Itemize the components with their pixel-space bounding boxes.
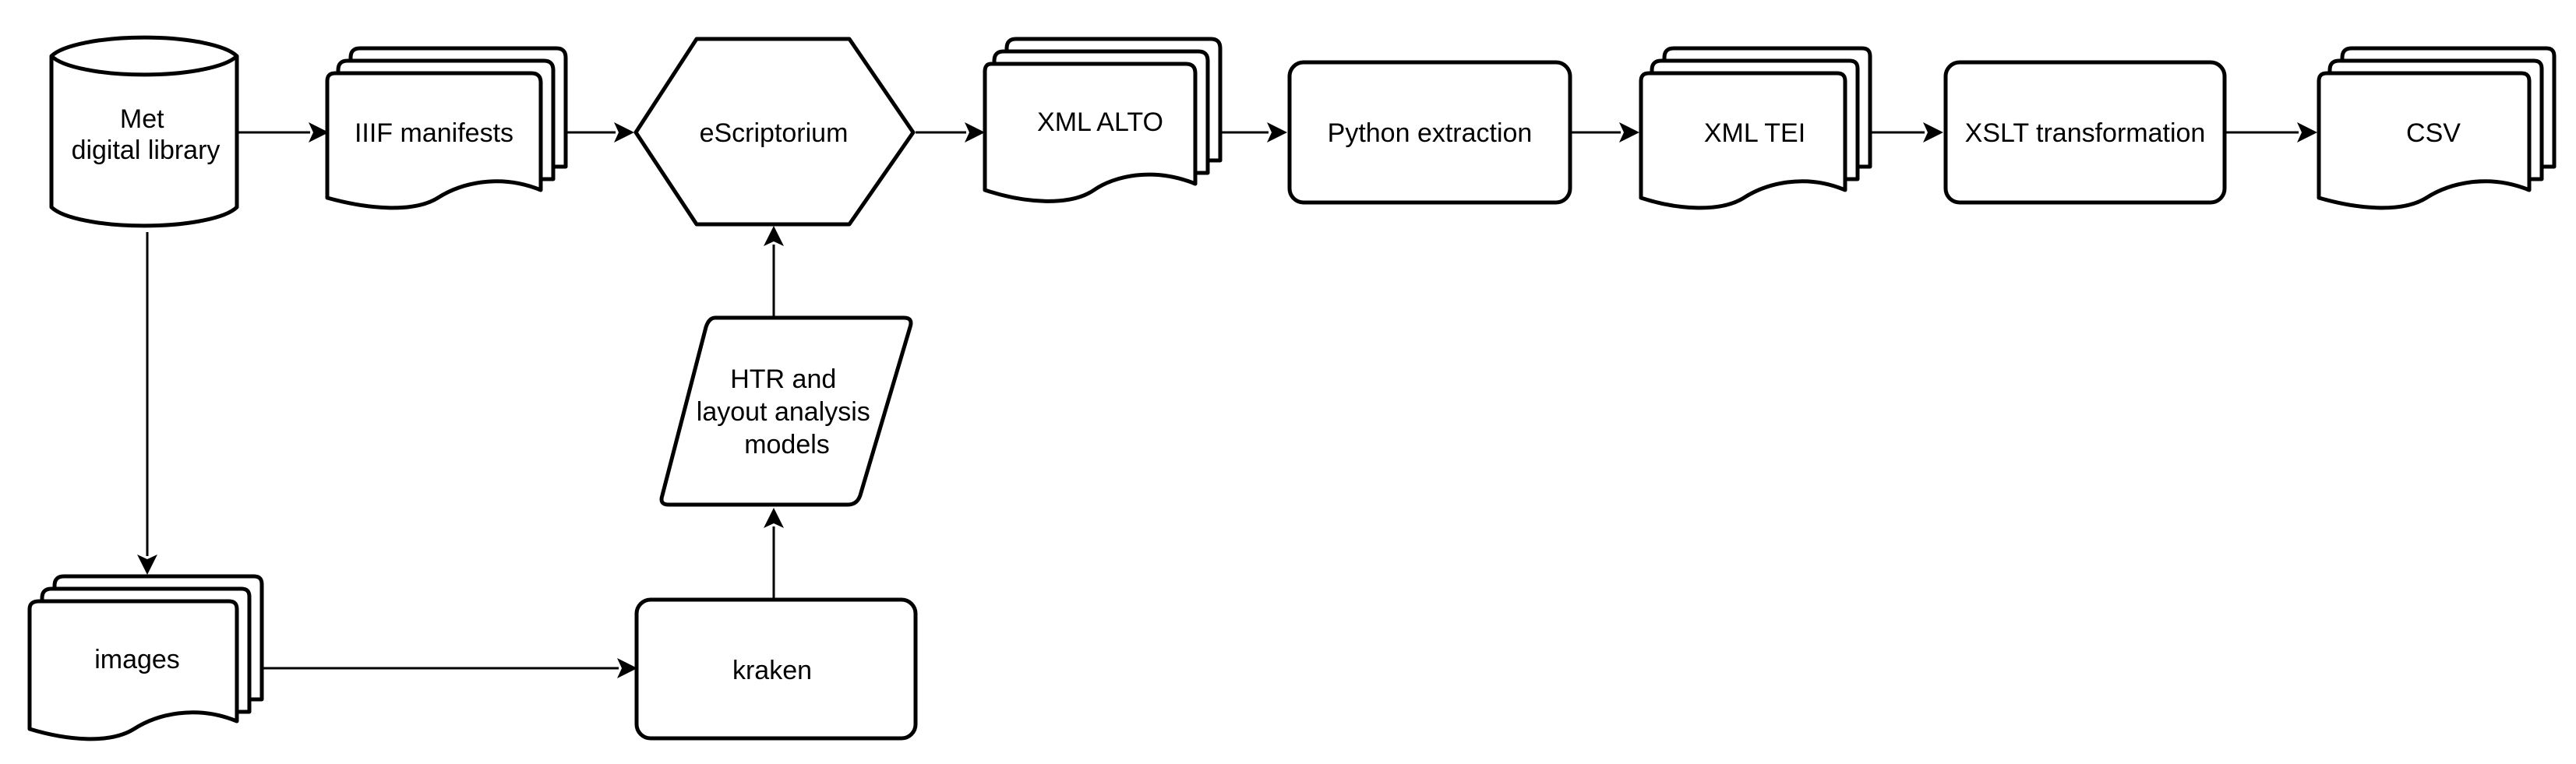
xml-tei-line-1: XML TEI — [1704, 118, 1805, 148]
process-box-shape — [1287, 60, 1572, 205]
node-xslt-transformation: XSLT transformation — [1943, 60, 2227, 205]
htr-models-line-3: models — [744, 430, 830, 459]
xslt-transformation-label: XSLT transformation — [1965, 118, 2206, 148]
process-box-shape — [634, 597, 918, 741]
document-stack-front — [983, 62, 1198, 203]
process-box-shape — [1943, 60, 2227, 205]
node-python-extraction: Python extraction — [1287, 60, 1572, 205]
arrowhead-kraken-to-htr — [764, 508, 784, 528]
database-cylinder-shape — [49, 35, 239, 228]
csv-line-1: CSV — [2406, 118, 2461, 148]
database-cylinder-rim — [50, 55, 238, 77]
kraken-label: kraken — [732, 656, 812, 685]
document-stack-front — [1639, 71, 1847, 210]
met-digital-library-label: Met digital library — [72, 104, 221, 165]
hexagon-shape — [633, 37, 916, 227]
arrowhead-library-to-manifests — [309, 122, 329, 143]
kraken-line-1: kraken — [732, 656, 812, 685]
images-label: images — [94, 645, 180, 674]
arrowhead-alto-to-python — [1267, 122, 1287, 143]
csv-label: CSV — [2406, 118, 2461, 148]
escriptorium-line-1: eScriptorium — [700, 118, 849, 148]
python-extraction-label: Python extraction — [1328, 118, 1533, 148]
node-xml-alto: XML ALTO — [983, 37, 1223, 203]
node-met-digital-library: Met digital library — [49, 35, 239, 228]
arrowhead-xslt-to-csv — [2297, 122, 2317, 143]
arrowhead-library-to-images — [137, 555, 157, 575]
xslt-transformation-line-1: XSLT transformation — [1965, 118, 2206, 148]
edges — [137, 122, 2317, 678]
node-xml-tei: XML TEI — [1639, 46, 1872, 210]
arrowhead-tei-to-xslt — [1923, 122, 1943, 143]
xml-alto-line-1: XML ALTO — [1037, 107, 1163, 137]
parallelogram-shape — [659, 315, 913, 507]
arrowhead-escriptorium-to-alto — [965, 122, 985, 143]
arrowhead-htr-to-escriptorium — [764, 226, 784, 246]
iiif-manifests-label: IIIF manifests — [355, 118, 513, 148]
python-extraction-line-1: Python extraction — [1328, 118, 1533, 148]
htr-models-line-1: HTR and — [730, 364, 836, 394]
document-stack-front — [325, 71, 543, 210]
node-htr-models: HTR and layout analysis models — [659, 315, 913, 507]
arrowhead-manifests-to-escriptorium — [614, 122, 634, 143]
document-stack-front — [2317, 71, 2532, 210]
escriptorium-label: eScriptorium — [700, 118, 849, 148]
node-escriptorium: eScriptorium — [633, 37, 916, 227]
node-kraken: kraken — [634, 597, 918, 741]
node-iiif-manifests: IIIF manifests — [325, 46, 568, 210]
node-images: images — [27, 574, 264, 741]
htr-models-line-2: layout analysis — [697, 397, 870, 427]
document-stack-front — [27, 599, 239, 741]
arrowhead-python-to-tei — [1619, 122, 1639, 143]
met-digital-library-line-1: Met — [120, 104, 164, 134]
iiif-manifests-line-1: IIIF manifests — [355, 118, 513, 148]
met-digital-library-line-2: digital library — [72, 136, 221, 165]
images-line-1: images — [94, 645, 180, 674]
xml-alto-label: XML ALTO — [1037, 107, 1163, 137]
node-csv: CSV — [2317, 46, 2557, 210]
htr-models-label: HTR and layout analysis models — [697, 364, 877, 459]
arrowhead-images-to-kraken — [617, 658, 637, 678]
xml-tei-label: XML TEI — [1704, 118, 1805, 148]
